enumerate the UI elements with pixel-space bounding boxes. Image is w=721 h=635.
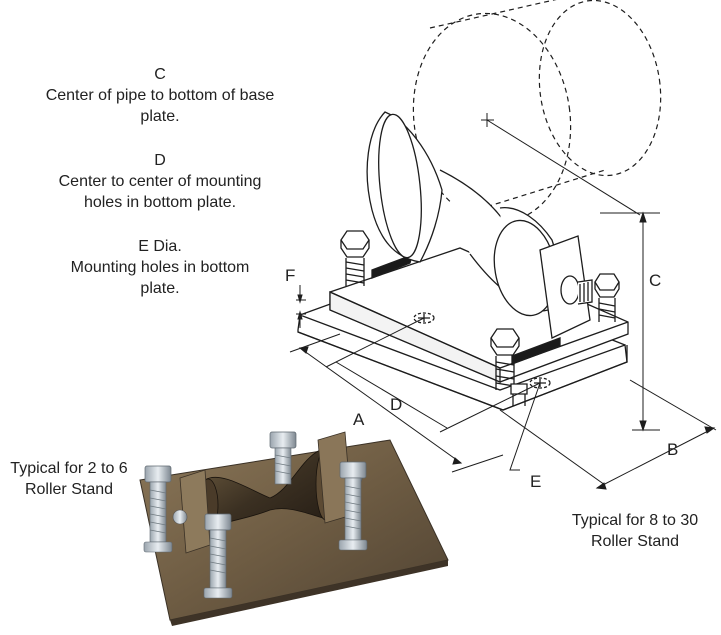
dim-label-b: B: [667, 440, 678, 459]
hex-bolt-icon: [490, 328, 520, 390]
dimension-lines: [289, 119, 717, 490]
small-roller-stand-photo: [139, 431, 449, 626]
dim-label-e: E: [530, 472, 541, 491]
legend-e-letter: E Dia.: [138, 238, 182, 255]
hex-bolt-icon: [594, 273, 620, 322]
hex-bolt-icon: [340, 230, 370, 286]
legend-e: E Dia. Mounting holes in bottom plate.: [60, 236, 260, 299]
small-stand-note: Typical for 2 to 6 Roller Stand: [10, 460, 128, 498]
axle-nut-icon: [560, 275, 593, 305]
legend-c-letter: C: [154, 66, 166, 83]
legend-d-letter: D: [154, 152, 166, 169]
large-roller-stand: [297, 0, 662, 411]
large-stand-note: Typical for 8 to 30 Roller Stand: [571, 512, 699, 550]
bolt-icon: [203, 513, 233, 599]
bolt-icon: [338, 461, 368, 551]
legend-e-description: Mounting holes in bottom plate.: [70, 259, 250, 297]
legend-c: C Center of pipe to bottom of base plate…: [40, 64, 280, 127]
bolt-icon: [269, 431, 297, 485]
legend-d: D Center to center of mounting holes in …: [50, 150, 270, 213]
dim-label-f: F: [285, 266, 295, 285]
dim-label-d: D: [390, 395, 402, 414]
roller-spool: [366, 111, 559, 317]
dim-label-a: A: [353, 410, 365, 429]
dimension-labels: C F A D B E: [285, 266, 678, 491]
legend-d-description: Center to center of mounting holes in bo…: [58, 173, 262, 211]
dim-label-c: C: [649, 271, 661, 290]
bolt-icon: [143, 465, 173, 553]
legend-c-description: Center of pipe to bottom of base plate.: [45, 87, 275, 125]
